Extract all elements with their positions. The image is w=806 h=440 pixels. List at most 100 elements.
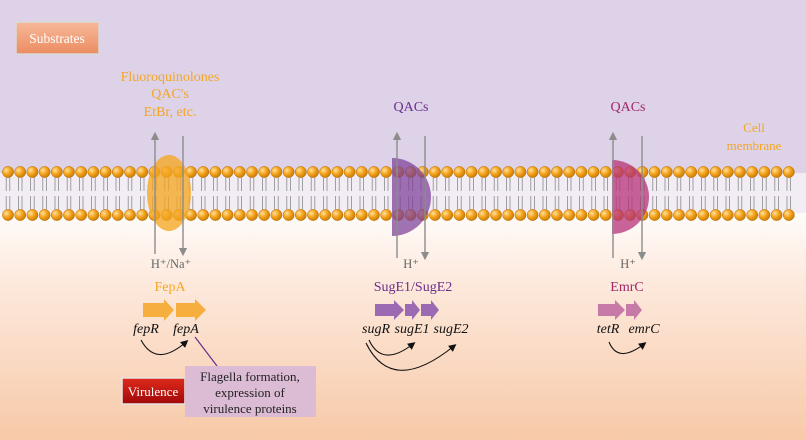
phospholipid-head	[2, 166, 14, 178]
phospholipid-head	[2, 209, 14, 221]
virulence-description-box: Flagella formation, expression of virule…	[185, 366, 316, 417]
phospholipid-head	[551, 166, 563, 178]
emrc-gene-arrow	[626, 300, 642, 320]
phospholipid-head	[282, 209, 295, 221]
phospholipid-head	[233, 166, 246, 178]
phospholipid-head	[368, 166, 380, 178]
phospholipid-head	[441, 209, 454, 221]
suge-substrate: QACs	[393, 100, 428, 115]
virulence-box: Virulence	[121, 377, 186, 405]
phospholipid-head	[746, 209, 759, 221]
phospholipid-head	[14, 166, 27, 178]
tetr-gene-arrow	[598, 300, 625, 320]
phospholipid-head	[136, 166, 149, 178]
phospholipid-head	[685, 166, 698, 178]
fepa-substrate-1: Fluoroquinolones	[121, 70, 220, 85]
phospholipid-head	[587, 166, 600, 178]
phospholipid-head	[648, 209, 661, 221]
suge2-gene-arrow	[421, 300, 439, 320]
phospholipid-head	[270, 166, 283, 178]
phospholipid-head	[209, 166, 222, 178]
phospholipid-head	[538, 209, 551, 221]
emrc-substrate: QACs	[610, 100, 645, 115]
phospholipid-head	[87, 166, 100, 178]
phospholipid-head	[270, 209, 283, 221]
fepr-regulation-arrow	[140, 339, 189, 356]
phospholipid-head	[502, 166, 515, 178]
phospholipid-head	[575, 209, 588, 221]
suge-ion-label: H⁺	[403, 257, 419, 271]
phospholipid-head	[197, 166, 210, 178]
phospholipid-head	[307, 209, 319, 221]
phospholipid-head	[75, 209, 88, 221]
phospholipid-head	[282, 166, 295, 178]
phospholipid-head	[368, 209, 380, 221]
phospholipid-head	[758, 166, 771, 178]
phospholipid-head	[38, 166, 51, 178]
phospholipid-head	[258, 209, 271, 221]
emrc-ion-label: H⁺	[620, 257, 636, 271]
sugr-to-suge2-arrow	[365, 342, 457, 371]
phospholipid-head	[429, 166, 441, 178]
phospholipid-head	[502, 209, 515, 221]
phospholipid-head	[465, 209, 478, 221]
suge-gene-arrows	[375, 300, 439, 320]
suge1-gene-arrow	[405, 300, 420, 320]
phospholipid-head	[75, 166, 88, 178]
phospholipid-head	[709, 166, 722, 178]
phospholipid-head	[294, 166, 307, 178]
emrc-pump	[612, 160, 649, 234]
virulence-text-1: Flagella formation,	[200, 369, 300, 384]
virulence-text-2: expression of	[215, 385, 285, 400]
phospholipid-head	[221, 209, 234, 221]
phospholipid-head	[538, 166, 551, 178]
fepa-substrate-3: EtBr, etc.	[144, 105, 197, 120]
phospholipid-head	[380, 166, 393, 178]
phospholipid-head	[599, 166, 612, 178]
phospholipid-head	[697, 209, 710, 221]
phospholipid-head	[124, 166, 136, 178]
phospholipid-head	[490, 166, 502, 178]
phospholipid-head	[111, 166, 124, 178]
virulence-text-3: virulence proteins	[203, 401, 297, 416]
emrc-gene-arrows	[598, 300, 642, 320]
phospholipid-head	[50, 209, 63, 221]
phospholipid-head	[221, 166, 234, 178]
substrates-box: Substrates	[15, 21, 100, 55]
phospholipid-head	[782, 209, 795, 221]
phospholipid-head	[490, 209, 502, 221]
phospholipid-head	[111, 209, 124, 221]
phospholipid-head	[453, 209, 466, 221]
fepa-gene-arrow	[176, 299, 206, 321]
tetr-gene-label: tetR	[597, 322, 620, 337]
phospholipid-head	[246, 209, 258, 221]
phospholipid-head	[673, 166, 685, 178]
phospholipid-head	[380, 209, 393, 221]
fepr-gene-arrow	[143, 299, 174, 321]
phospholipid-head	[721, 209, 734, 221]
phospholipid-head	[343, 209, 356, 221]
tetr-regulation-arrow	[608, 341, 647, 355]
cell-membrane-label-2: membrane	[727, 138, 782, 153]
phospholipid-head	[319, 166, 332, 178]
phospholipid-head	[575, 166, 588, 178]
phospholipid-head	[526, 209, 539, 221]
fepa-gene-label: fepA	[173, 322, 199, 337]
phospholipid-head	[307, 166, 319, 178]
phospholipid-head	[258, 166, 271, 178]
phospholipid-head	[514, 166, 527, 178]
suge-name: SugE1/SugE2	[374, 280, 453, 295]
suge-pump	[392, 158, 431, 236]
transport-arrows	[150, 131, 647, 261]
phospholipid-head	[477, 209, 490, 221]
phospholipid-head	[26, 209, 39, 221]
phospholipid-head	[50, 166, 63, 178]
phospholipid-head	[63, 209, 75, 221]
phospholipid-head	[429, 209, 441, 221]
phospholipid-head	[587, 209, 600, 221]
phospholipid-head	[660, 166, 673, 178]
suge2-gene-label: sugE2	[434, 322, 469, 337]
phospholipid-head	[551, 209, 563, 221]
